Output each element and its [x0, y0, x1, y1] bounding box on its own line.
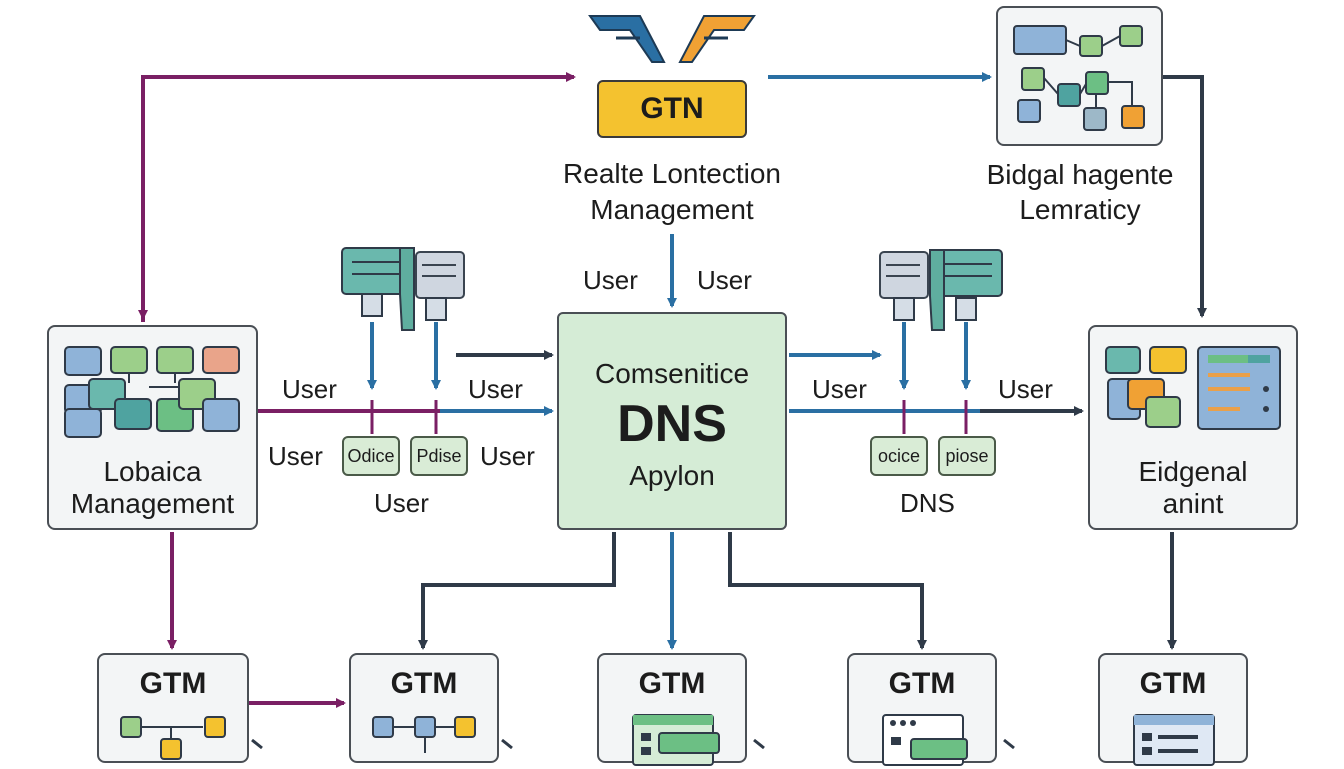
user-label: User [812, 374, 867, 404]
browser-icon [882, 714, 968, 766]
gtm-title: GTM [139, 667, 207, 700]
topright-caption-line2: Lemraticy [1019, 194, 1141, 225]
user-label: User [697, 265, 752, 295]
dns-line1: Comsenitice [594, 358, 750, 389]
flow-icon [120, 716, 226, 760]
server-icon [341, 247, 465, 331]
pdise-node[interactable]: Pdise [410, 436, 468, 476]
right-card-line1: Eidgenal [1138, 456, 1248, 487]
grid-nodes-icon [64, 346, 240, 438]
user-label: User [468, 374, 523, 404]
dashboard-icon [1105, 346, 1281, 430]
topright-caption-line1: Bidgal hagente [986, 159, 1174, 190]
eidgenal-card[interactable]: Eidgenal anint [1088, 325, 1298, 530]
user-label: User [282, 374, 337, 404]
diagram-canvas [138, 15, 1207, 750]
workflow-icon [1013, 25, 1145, 131]
gtn-caption-line2: Management [590, 194, 754, 225]
odice-node[interactable]: Odice [342, 436, 400, 476]
window-icon [632, 714, 720, 766]
gtm-card[interactable]: GTM [97, 653, 249, 763]
arrow-dns-to-gtm4 [728, 532, 927, 650]
gtm-card[interactable]: GTM [847, 653, 997, 766]
gtm-title: GTM [638, 667, 706, 700]
server-icon [879, 249, 1003, 331]
right-card-line2: anint [1162, 488, 1224, 519]
dns-caption: DNS [900, 488, 955, 518]
gtm-card[interactable]: GTM [597, 653, 747, 766]
user-label: User [998, 374, 1053, 404]
gtm-card[interactable]: GTM [1098, 653, 1248, 766]
dns-node[interactable]: Comsenitice DNS Apylon [557, 312, 787, 530]
gtn-caption-line1: Realte Lontection [563, 158, 781, 189]
piose-node[interactable]: piose [938, 436, 996, 476]
gtn-node[interactable]: GTN [597, 80, 747, 138]
workflow-card[interactable] [996, 6, 1163, 146]
gtm-title: GTM [1139, 667, 1207, 700]
user-label: User [583, 265, 638, 295]
ocice-node[interactable]: ocice [870, 436, 928, 476]
gtn-logo-icon [588, 15, 756, 63]
gtm-card[interactable]: GTM [349, 653, 499, 763]
left-card-line2: Management [70, 488, 235, 519]
user-label: User [268, 441, 323, 471]
gtm-title: GTM [390, 667, 458, 700]
gtm-title: GTM [888, 667, 956, 700]
left-card-line1: Lobaica [103, 456, 202, 487]
user-label: User [374, 488, 429, 518]
list-window-icon [1133, 714, 1215, 766]
lobaica-management-card[interactable]: Lobaica Management [47, 325, 258, 530]
arrow-topright-to-right [1163, 75, 1207, 318]
dns-line3: Apylon [629, 460, 715, 491]
dns-title: DNS [617, 395, 727, 453]
flow-icon [372, 716, 476, 753]
user-label: User [480, 441, 535, 471]
arrow-dns-to-gtm2 [418, 532, 616, 650]
